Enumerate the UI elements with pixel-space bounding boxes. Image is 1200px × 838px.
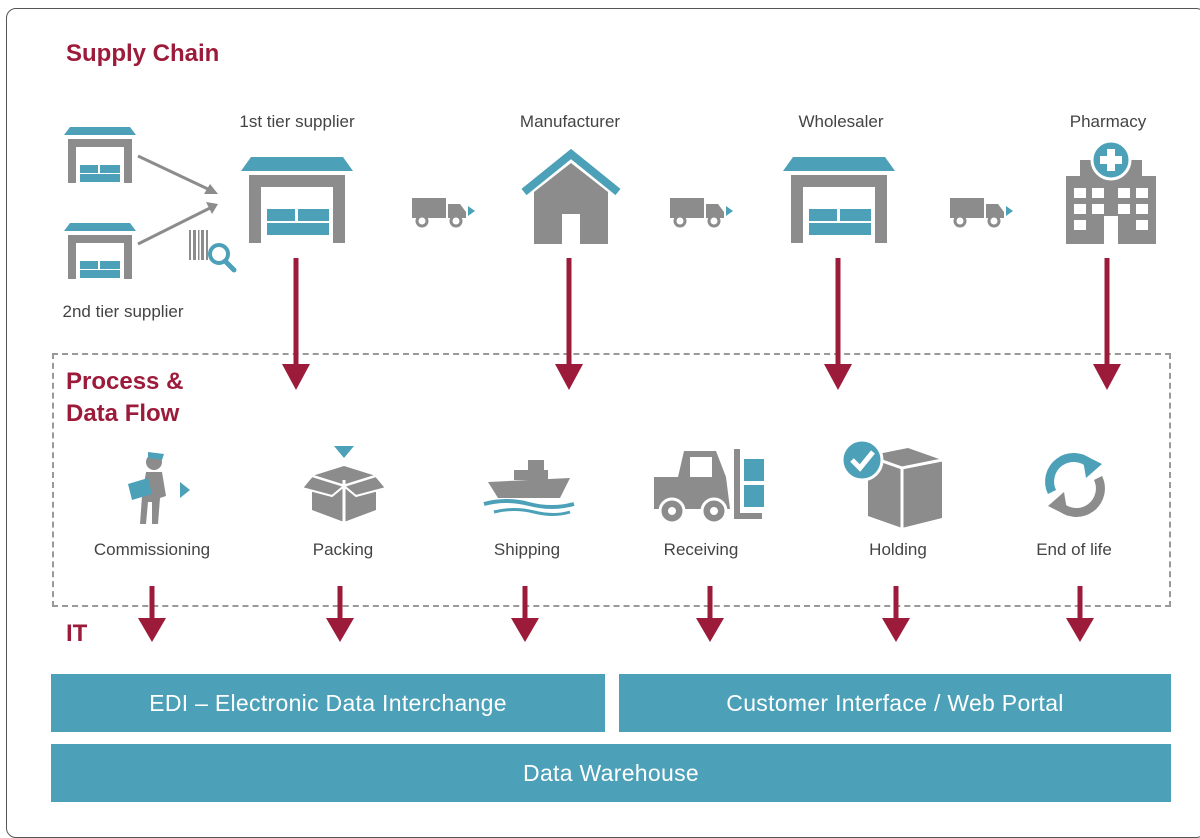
- step-label-shipping: Shipping: [493, 540, 561, 559]
- process-region: [52, 353, 1171, 607]
- recycle-icon: [1045, 453, 1105, 517]
- down-arrow-icon: [882, 586, 910, 642]
- holding-box-check-icon: [840, 438, 943, 528]
- edi-bar: EDI – Electronic Data Interchange: [51, 674, 605, 732]
- pharmacy-icon: [1066, 139, 1156, 244]
- step-label-packing: Packing: [312, 540, 374, 559]
- ship-icon: [483, 460, 575, 516]
- down-arrow-icon: [138, 586, 166, 642]
- label-wholesaler: Wholesaler: [798, 112, 884, 131]
- down-arrow-icon: [696, 586, 724, 642]
- label-first-tier: 1st tier supplier: [239, 112, 355, 131]
- warehouse-small-icon: [64, 127, 136, 183]
- forklift-icon: [654, 449, 764, 525]
- barcode-scan-icon: [189, 230, 237, 273]
- down-arrow-icon: [511, 586, 539, 642]
- packing-box-icon: [300, 446, 388, 522]
- truck-icon: [670, 198, 733, 228]
- process-title-line2: Data Flow: [66, 400, 180, 427]
- step-label-receiving: Receiving: [663, 540, 739, 559]
- commissioning-worker-icon: [128, 452, 190, 524]
- warehouse-small-icon: [64, 223, 136, 279]
- portal-bar: Customer Interface / Web Portal: [619, 674, 1171, 732]
- warehouse-icon: [783, 157, 895, 243]
- warehouse-icon: [241, 157, 353, 243]
- down-arrow-icon: [326, 586, 354, 642]
- label-pharmacy: Pharmacy: [1069, 112, 1147, 131]
- step-label-end-of-life: End of life: [1036, 540, 1112, 559]
- factory-house-icon: [521, 148, 621, 244]
- data-warehouse-bar-label: Data Warehouse: [523, 759, 699, 786]
- edi-bar-label: EDI – Electronic Data Interchange: [149, 689, 507, 716]
- step-label-holding: Holding: [869, 540, 927, 559]
- process-title-line1: Process &: [66, 368, 184, 395]
- down-arrow-icon: [824, 258, 852, 390]
- converge-arrows-icon: [137, 154, 218, 246]
- label-manufacturer: Manufacturer: [519, 112, 621, 131]
- supply-chain-title: Supply Chain: [66, 40, 220, 67]
- truck-icon: [412, 198, 475, 228]
- down-arrow-icon: [555, 258, 583, 390]
- step-label-commissioning: Commissioning: [93, 540, 211, 559]
- truck-icon: [950, 198, 1013, 228]
- data-warehouse-bar: Data Warehouse: [51, 744, 1171, 802]
- down-arrow-icon: [1066, 586, 1094, 642]
- down-arrow-icon: [1093, 258, 1121, 390]
- it-title: IT: [66, 620, 88, 647]
- portal-bar-label: Customer Interface / Web Portal: [726, 689, 1064, 716]
- label-second-tier: 2nd tier supplier: [62, 302, 184, 321]
- down-arrow-icon: [282, 258, 310, 390]
